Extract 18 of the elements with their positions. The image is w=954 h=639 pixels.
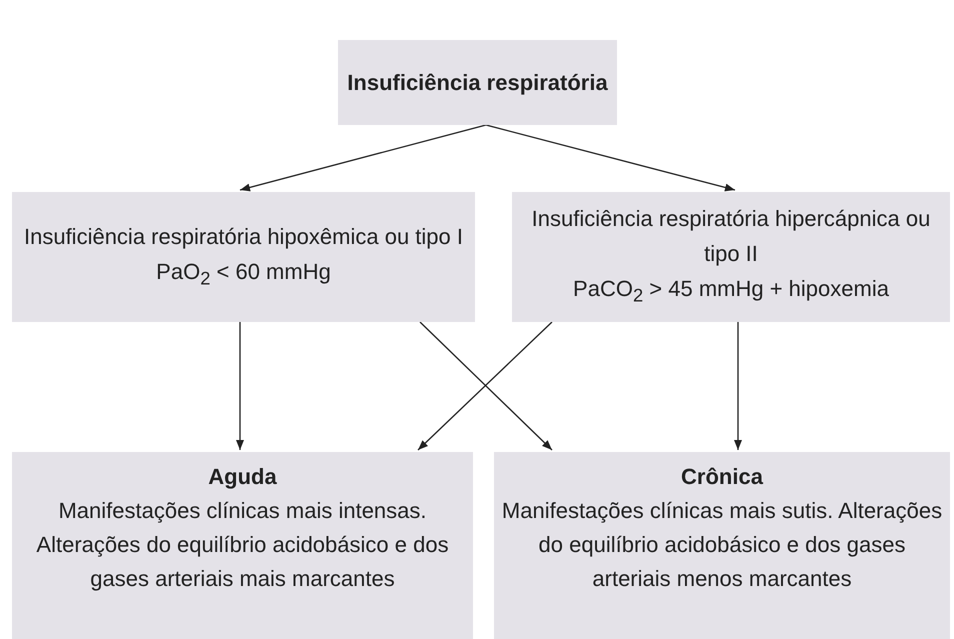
arrow	[734, 322, 742, 450]
node-text: Insuficiência respiratória	[347, 69, 608, 97]
node-text: Insuficiência respiratória hipercápnica ou tipo II	[530, 205, 932, 268]
node-text: PaO$_{2}$ < 60 mmHg	[156, 258, 331, 290]
process-box	[494, 452, 950, 639]
node-text: PaCO$_{2}$ > 45 mmHg + hipoxemia	[573, 275, 889, 308]
arrow	[486, 124, 736, 192]
process-box	[12, 192, 475, 322]
heading-text: Aguda	[208, 463, 277, 491]
arrow	[240, 124, 486, 192]
process-box	[12, 452, 473, 639]
node-text: Manifestações clínicas mais intensas. Alterações do equilíbrio acidobásico e dos gases arteriais mais marcantes	[35, 497, 450, 593]
process-box	[512, 192, 950, 322]
heading-text: Crônica	[681, 463, 763, 491]
process-box	[338, 40, 617, 125]
node-text: Manifestações clínicas mais sutis. Alterações do equilíbrio acidobásico e dos gases arteriais menos marcantes	[500, 497, 944, 593]
arrow	[236, 322, 244, 450]
node-text: Insuficiência respiratória hipoxêmica ou tipo I	[24, 222, 463, 251]
